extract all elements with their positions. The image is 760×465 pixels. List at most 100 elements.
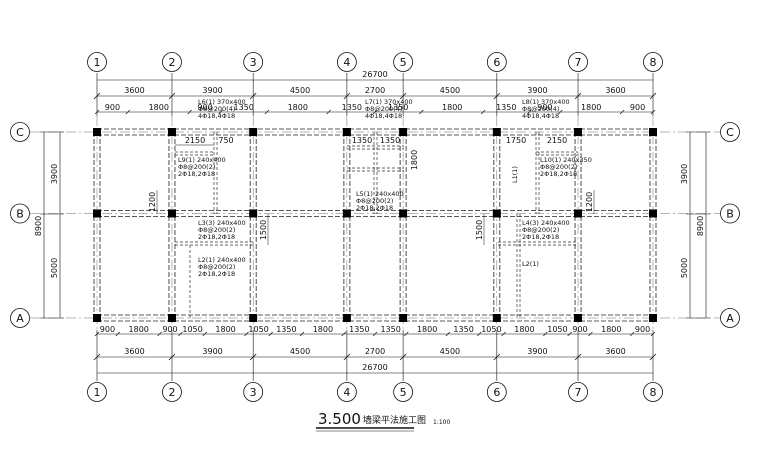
axis-label-6: 6	[493, 56, 500, 69]
svg-text:Φ8@200(4): Φ8@200(4)	[198, 105, 235, 113]
detail-dim-7: 1350	[276, 325, 296, 334]
detail-dim-18: 900	[635, 325, 650, 334]
detail-dim-3: 900	[197, 103, 212, 112]
axis-label-B: B	[16, 208, 24, 221]
axis-bubble-3-bottom	[243, 382, 264, 402]
column-2C	[167, 128, 176, 136]
bay-dim-4: 2700	[365, 347, 385, 356]
detail-dim-2: 1800	[149, 103, 169, 112]
column-8B	[649, 209, 657, 218]
columns	[93, 128, 657, 322]
detail-dim-7: 1350	[388, 103, 408, 112]
axis-label-2: 2	[168, 386, 175, 399]
detail-dim-11: 1800	[581, 103, 601, 112]
axis-bubble-2-bottom	[162, 382, 182, 402]
detail-dim-1: 900	[100, 325, 115, 334]
column-4C	[342, 128, 351, 136]
detail-dim-2: 1800	[129, 325, 149, 334]
bay-dim-1: 3600	[124, 347, 144, 356]
bay-dim-6: 3900	[527, 86, 547, 95]
svg-text:Φ8@200(4): Φ8@200(4)	[522, 105, 559, 113]
detail-dim-12: 900	[630, 103, 645, 112]
bay-dim-2: 3900	[202, 347, 222, 356]
svg-text:4Φ18,4Φ18: 4Φ18,4Φ18	[522, 112, 559, 120]
svg-text:Φ8@200(2): Φ8@200(2)	[198, 263, 235, 271]
dim-2150-left: 2150	[185, 136, 205, 145]
column-8C	[649, 128, 657, 136]
detail-dim-12: 1350	[453, 325, 473, 334]
detail-dim-1: 900	[105, 103, 120, 112]
bay-dim-4: 2700	[365, 86, 385, 95]
dim-1200-left: 1200	[148, 192, 157, 212]
column-3C	[249, 128, 258, 136]
column-1B	[93, 209, 101, 218]
svg-text:Φ8@200(2): Φ8@200(2)	[198, 226, 235, 234]
svg-text:2Φ18,2Φ18: 2Φ18,2Φ18	[540, 170, 577, 178]
left-dimensions: 8900 3900 5000	[34, 131, 64, 319]
svg-text:4Φ18,4Φ18: 4Φ18,4Φ18	[198, 112, 235, 120]
total-width-top: 26700	[362, 70, 387, 79]
svg-text:L6(1) 370x400: L6(1) 370x400	[198, 98, 246, 106]
bay-dim-6: 3900	[527, 347, 547, 356]
interior-beams	[175, 132, 578, 318]
axis-label-2: 2	[168, 56, 175, 69]
axis-label-4: 4	[343, 386, 350, 399]
bay-depth-right-bottom: 5000	[680, 258, 689, 278]
title-scale: 1:100	[433, 419, 450, 426]
beam-label-l3: L3(3) 240x400 Φ8@200(2) 2Φ18,2Φ18	[198, 219, 246, 241]
axis-bubble-4-bottom	[336, 382, 357, 402]
svg-text:2Φ18,2Φ18: 2Φ18,2Φ18	[522, 233, 559, 241]
dim-1200-right: 1200	[585, 192, 594, 212]
svg-text:4Φ18,4Φ18: 4Φ18,4Φ18	[365, 112, 402, 120]
column-7B	[574, 209, 583, 218]
axis-bubble-B-right	[720, 203, 740, 224]
title-block: 3.500 墙梁平法施工图 1:100	[316, 410, 450, 432]
dim-2150-right: 2150	[547, 136, 567, 145]
axis-bubble-A-left	[10, 308, 30, 328]
svg-text:2Φ18,2Φ18: 2Φ18,2Φ18	[198, 270, 235, 278]
detail-dim-16: 900	[572, 325, 587, 334]
beam-label-l6: L6(1) 370x400 Φ8@200(4) 4Φ18,4Φ18	[198, 98, 246, 120]
axis-bubble-4-top	[336, 52, 357, 72]
inner-dimensions: 2150 750 1350 1350 1800 1750 2150 1200 1…	[148, 136, 595, 245]
walls	[93, 128, 657, 322]
axis-label-5: 5	[400, 56, 407, 69]
axis-label-8: 8	[650, 386, 657, 399]
dim-1500-right: 1500	[475, 220, 484, 240]
axis-bubble-3-top	[243, 52, 264, 72]
svg-text:L3(3) 240x400: L3(3) 240x400	[198, 219, 246, 227]
column-3B	[249, 209, 258, 218]
detail-dim-15: 1050	[547, 325, 567, 334]
title-elevation: 3.500	[318, 410, 361, 428]
axis-bubble-C-right	[720, 122, 740, 142]
svg-text:2Φ18,2Φ18: 2Φ18,2Φ18	[178, 170, 215, 178]
detail-dim-6: 1050	[248, 325, 268, 334]
svg-text:L2(1) 240x400: L2(1) 240x400	[198, 256, 246, 264]
svg-text:2Φ18,2Φ18: 2Φ18,2Φ18	[198, 233, 235, 241]
detail-dim-11: 1800	[417, 325, 437, 334]
beam-label-l4: L4(3) 240x400 Φ8@200(2) 2Φ18,2Φ18	[522, 219, 570, 241]
column-2A	[167, 314, 176, 322]
beam-label-l9: L9(1) 240x400 Φ8@200(2) 2Φ18,2Φ18	[178, 156, 226, 178]
beam-label-l2: L2(1) 240x400 Φ8@200(2) 2Φ18,2Φ18	[198, 256, 246, 278]
axis-bubble-5-bottom	[393, 382, 414, 402]
axis-bubble-C-left	[10, 122, 30, 142]
svg-text:Φ8@200(4): Φ8@200(4)	[365, 105, 402, 113]
svg-text:L7(1) 370x400: L7(1) 370x400	[365, 98, 413, 106]
detail-dim-10: 1350	[380, 325, 400, 334]
beam-label-l5: L5(1) 240x400 Φ8@200(2) 2Φ18,2Φ18	[356, 190, 404, 212]
svg-text:Φ8@200(2): Φ8@200(2)	[178, 163, 215, 171]
detail-dim-8: 1800	[442, 103, 462, 112]
axis-label-A: A	[16, 312, 24, 325]
bay-dim-5: 4500	[440, 86, 460, 95]
dim-750: 750	[218, 136, 233, 145]
column-6B	[492, 209, 501, 218]
axis-bubble-7-top	[568, 52, 588, 72]
bay-depth-left-bottom: 5000	[50, 258, 59, 278]
axis-bubble-1-top	[87, 52, 107, 72]
